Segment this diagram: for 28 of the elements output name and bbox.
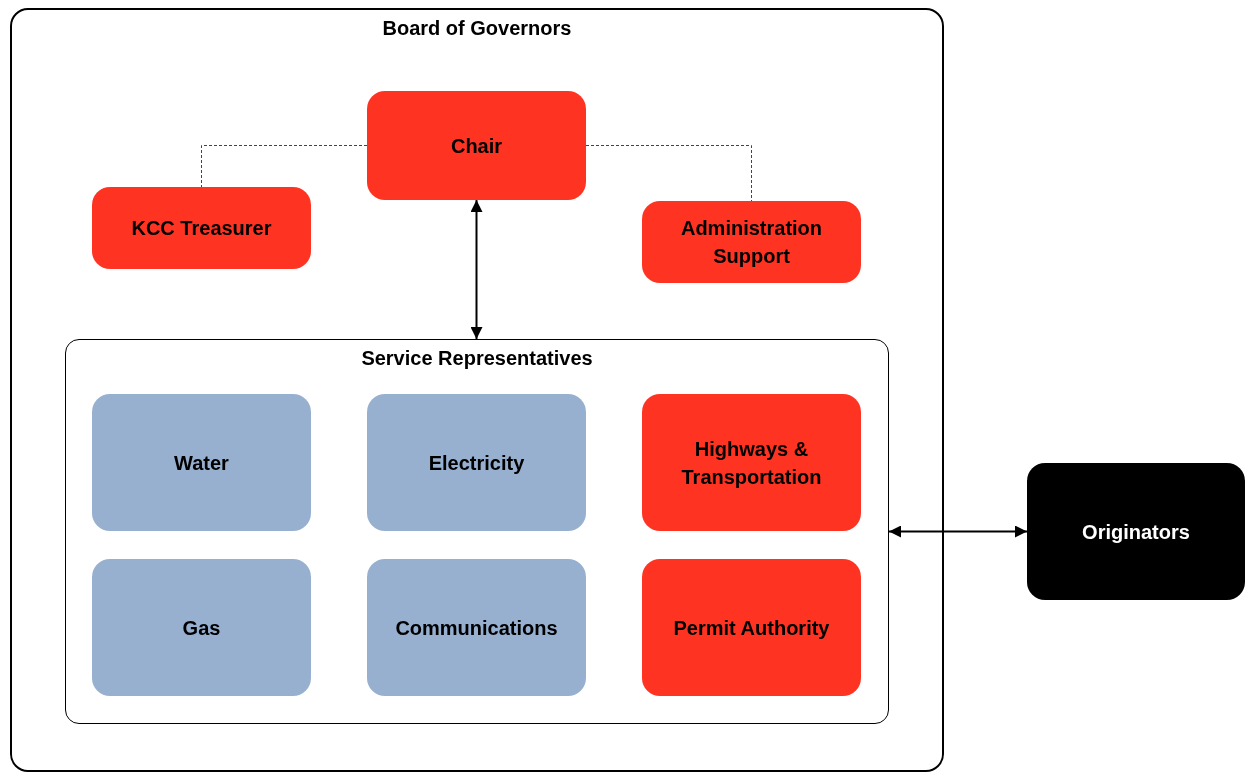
box-label: Gas <box>182 615 221 641</box>
role-box <box>92 559 311 696</box>
box-label: Administration Support <box>679 216 824 269</box>
box-label: KCC Treasurer <box>131 216 272 241</box>
connector-line <box>585 145 752 202</box>
double-arrow <box>888 525 1028 538</box>
role-box <box>642 559 861 696</box>
double-arrow <box>470 199 483 340</box>
box-label: Originators <box>1082 519 1190 545</box>
box-label: Chair <box>450 133 503 159</box>
group-frame <box>65 339 889 724</box>
role-box <box>92 187 311 269</box>
box-label: Highways & Transportation <box>680 436 823 490</box>
role-box <box>92 394 311 531</box>
box-label: Communications <box>395 615 558 641</box>
role-box <box>642 201 861 283</box>
connector-line <box>201 145 368 188</box>
group-title: Service Representatives <box>361 346 593 371</box>
role-box <box>367 559 586 696</box>
group-title: Board of Governors <box>382 16 572 41</box>
box-label: Electricity <box>428 450 525 476</box>
role-box <box>367 394 586 531</box>
role-box <box>642 394 861 531</box>
box-label: Water <box>174 450 229 476</box>
box-label: Permit Authority <box>673 615 830 641</box>
role-box <box>1027 463 1245 600</box>
group-frame <box>10 8 944 772</box>
role-box <box>367 91 586 200</box>
